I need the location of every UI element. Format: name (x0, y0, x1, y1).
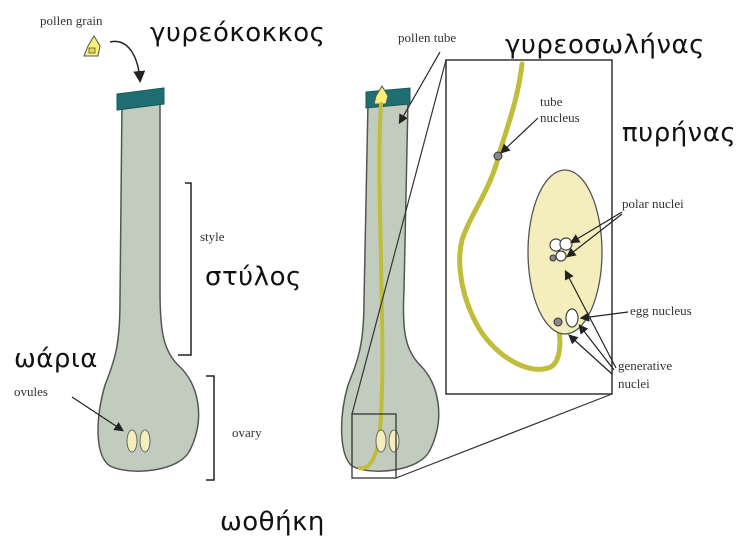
tube-nucleus-label-line1: tube (540, 95, 562, 108)
pollen-grain-arrow (110, 41, 140, 80)
pollen-tube-greek-label: γυρεοσωλήνας (505, 32, 705, 58)
pollen-grain-label: pollen grain (40, 14, 102, 27)
style-bracket (178, 183, 191, 355)
egg-nucleus-label: egg nucleus (630, 304, 692, 317)
left-pistil (72, 36, 214, 480)
ovary-greek-label: ωοθήκη (220, 509, 325, 535)
style-greek-label: στύλος (205, 264, 302, 290)
egg-cell (566, 309, 578, 327)
ovules-label: ovules (14, 385, 48, 398)
ovary-bracket (206, 376, 214, 480)
style-label: style (200, 230, 225, 243)
ovules-greek-label: ωάρια (14, 346, 98, 372)
zoom-inset (446, 60, 628, 394)
polar-nucleus (550, 255, 556, 261)
pollen-grain-greek-label: γυρεόκοκκος (150, 20, 325, 46)
tube-nucleus-label-line2: nucleus (540, 111, 580, 124)
right-ovule (376, 430, 386, 452)
pollen-tube-pointer (400, 52, 440, 122)
embryo-sac (528, 170, 602, 334)
egg-nucleus (554, 318, 562, 326)
left-ovule (140, 430, 150, 452)
tube-nucleus (494, 152, 502, 160)
right-pollen-grain-icon (374, 86, 388, 104)
generative-nuclei-label-line2: nuclei (618, 377, 650, 390)
ovary-label: ovary (232, 426, 262, 439)
right-pistil-body (342, 100, 439, 471)
pollen-grain-icon (84, 36, 100, 56)
pollen-tube-label: pollen tube (398, 31, 456, 44)
right-pistil (342, 52, 440, 478)
left-ovule (127, 430, 137, 452)
polar-nuclei-label: polar nuclei (622, 197, 684, 210)
right-ovule (389, 430, 399, 452)
polar-nucleus (560, 238, 572, 250)
tube-nucleus-greek-label: πυρήνας (622, 120, 736, 146)
polar-nucleus (556, 251, 566, 261)
left-pistil-body (98, 100, 199, 471)
generative-nuclei-label-line1: generative (618, 359, 672, 372)
